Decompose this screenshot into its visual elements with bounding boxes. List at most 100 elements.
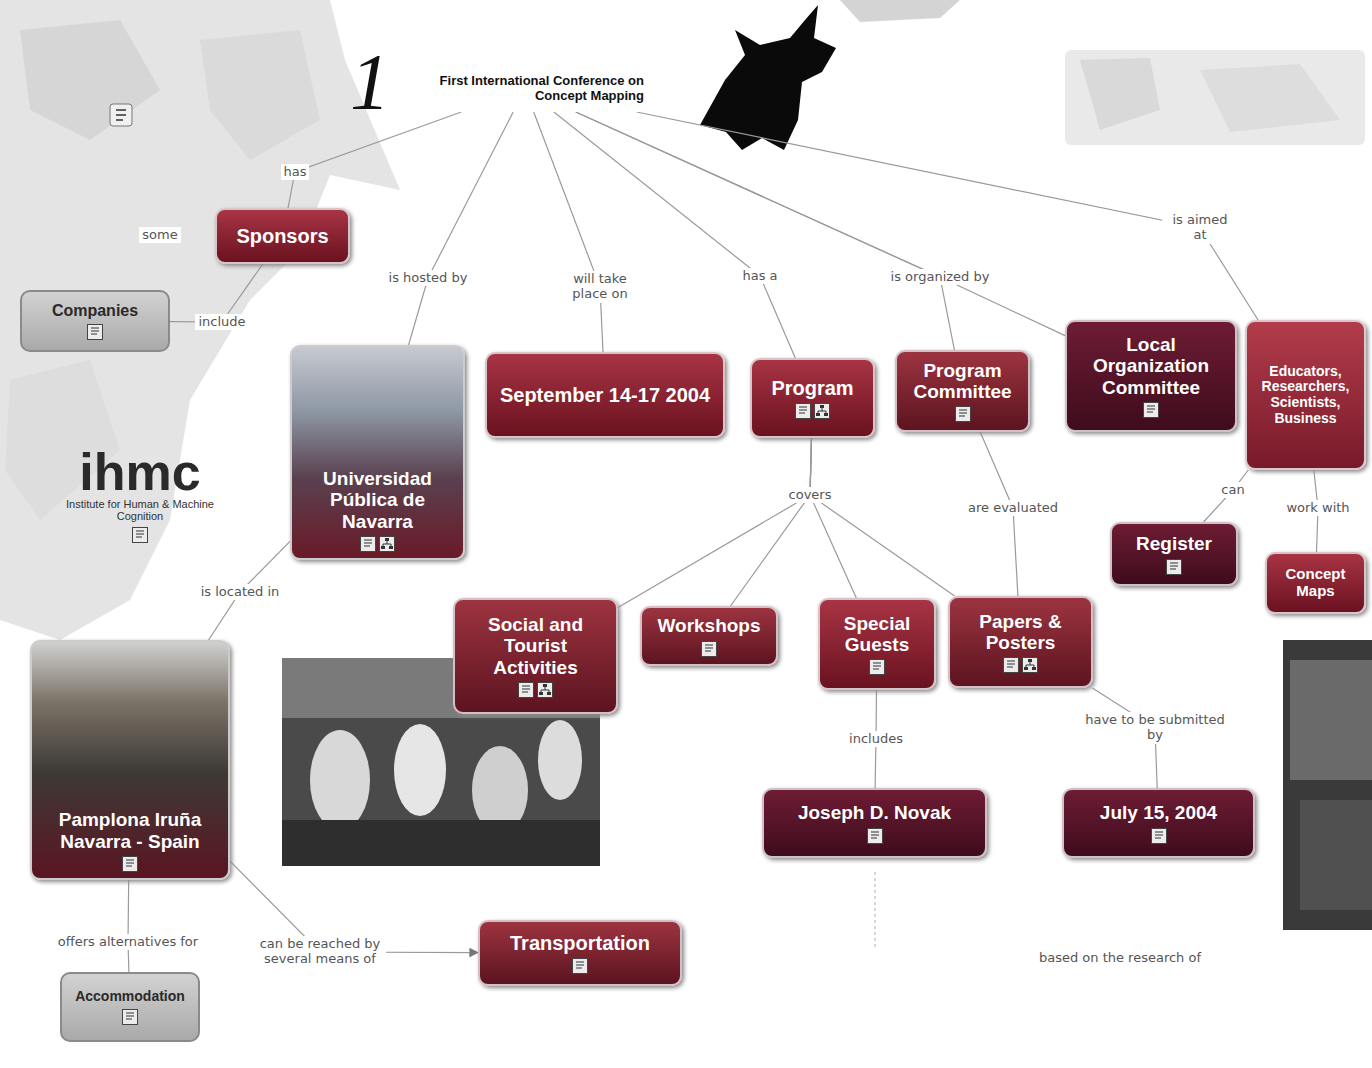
concept-box: Companies <box>20 290 170 352</box>
link-phrase: offers alternatives for <box>55 934 201 951</box>
concept-text: Sponsors <box>236 225 328 247</box>
link-phrase: includes <box>846 731 906 748</box>
concept-text: Transportation <box>510 932 650 954</box>
concept-box: Accommodation <box>60 972 200 1042</box>
concept-text: Institute for Human & Machine Cognition <box>48 498 232 523</box>
concept-link <box>810 438 856 598</box>
link-phrase: have to be submitted by <box>1077 712 1233 744</box>
resource-icon <box>795 403 811 419</box>
resource-icon <box>360 536 376 552</box>
icon-row <box>1166 559 1182 575</box>
resource-icon <box>572 958 588 974</box>
concept-box: Special Guests <box>818 598 936 690</box>
link-phrase: has <box>281 164 310 181</box>
concept-link <box>554 112 795 358</box>
note-text: some <box>139 227 180 244</box>
resource-icon <box>869 659 885 675</box>
concept-box: July 15, 2004 <box>1062 788 1255 858</box>
concept-text: July 15, 2004 <box>1100 802 1217 823</box>
resource-icon <box>955 406 971 422</box>
link-phrase: work with <box>1283 500 1352 517</box>
resource-icon <box>701 641 717 657</box>
concept-box: First International Conference on Concep… <box>400 66 650 112</box>
resource-icon <box>518 682 534 698</box>
resource-icon <box>1143 402 1159 418</box>
concept-link <box>409 112 514 345</box>
link-phrase: include <box>195 314 248 331</box>
resource-icon <box>122 856 138 872</box>
icon-row <box>867 828 883 844</box>
icon-row <box>1003 657 1038 673</box>
note-text: based on the research of <box>1036 950 1204 967</box>
concept-box: Transportation <box>478 920 682 986</box>
concept-link <box>731 438 812 606</box>
icon-row <box>360 536 395 552</box>
concept-link <box>127 880 129 972</box>
icon-row <box>701 641 717 657</box>
link-phrase: is organized by <box>888 269 993 286</box>
concept-box: Program <box>750 358 875 438</box>
concept-text: Pamplona Iruña Navarra - Spain <box>40 809 220 852</box>
icon-row <box>795 403 830 419</box>
resource-icon <box>122 1009 138 1025</box>
link-phrase: can be reached by several means of <box>255 936 386 968</box>
icon-row <box>572 958 588 974</box>
concept-link <box>576 112 955 350</box>
icon-row <box>1151 828 1167 844</box>
link-phrase: are evaluated <box>965 500 1061 517</box>
icon-row <box>122 856 138 872</box>
icon-row <box>518 682 553 698</box>
concept-text: Universidad Pública de Navarra <box>300 468 455 532</box>
resource-icon <box>132 527 148 543</box>
concept-box: Workshops <box>640 606 778 666</box>
concept-box: Papers & Posters <box>948 596 1093 688</box>
link-phrase: is hosted by <box>386 270 471 287</box>
concept-box: Sponsors <box>215 208 350 264</box>
icon-row <box>87 324 103 340</box>
concept-text: Accommodation <box>75 989 185 1005</box>
concept-text: Companies <box>52 302 138 320</box>
concept-link <box>618 438 812 608</box>
resource-icon <box>1003 657 1019 673</box>
resource-icon <box>379 536 395 552</box>
concept-text: ihmc <box>79 446 200 498</box>
ordinal-numeral: 1 <box>350 42 390 122</box>
resource-icon <box>537 682 553 698</box>
concept-box: Pamplona Iruña Navarra - Spain <box>30 640 230 880</box>
link-phrase: has a <box>739 268 780 285</box>
concept-box: Universidad Pública de Navarra <box>290 345 465 560</box>
link-phrase: is aimed at <box>1162 212 1238 244</box>
concept-link <box>534 112 603 352</box>
concept-box: Concept Maps <box>1265 552 1366 614</box>
link-phrase: covers <box>786 487 835 504</box>
resource-icon <box>1166 559 1182 575</box>
concept-box: Joseph D. Novak <box>762 788 987 858</box>
resource-icon <box>1151 828 1167 844</box>
concept-box: Social and Tourist Activities <box>453 598 618 714</box>
concept-box: Educators, Researchers, Scientists, Busi… <box>1245 320 1366 470</box>
concept-text: Workshops <box>657 615 760 636</box>
resource-icon <box>1022 657 1038 673</box>
icon-row <box>122 1009 138 1025</box>
link-phrase: can <box>1218 482 1247 499</box>
concept-link <box>637 112 1258 320</box>
resource-icon <box>867 828 883 844</box>
concept-text: Program <box>771 377 853 399</box>
resource-icon <box>87 324 103 340</box>
icon-row <box>1143 402 1159 418</box>
concept-text: Program Committee <box>905 360 1020 403</box>
concept-link <box>810 438 955 596</box>
concept-text: Social and Tourist Activities <box>463 614 608 678</box>
concept-link <box>576 112 1065 336</box>
concept-text: Joseph D. Novak <box>798 802 951 823</box>
concept-box: Local Organization Committee <box>1065 320 1237 432</box>
concept-text: First International Conference on Concep… <box>406 74 644 103</box>
concept-box: ihmcInstitute for Human & Machine Cognit… <box>40 440 240 549</box>
concept-link <box>1204 470 1249 522</box>
concept-box: September 14-17 2004 <box>485 352 725 438</box>
icon-row <box>132 527 148 543</box>
concept-text: Register <box>1136 533 1212 554</box>
resource-icon <box>814 403 830 419</box>
concept-text: Papers & Posters <box>958 611 1083 654</box>
